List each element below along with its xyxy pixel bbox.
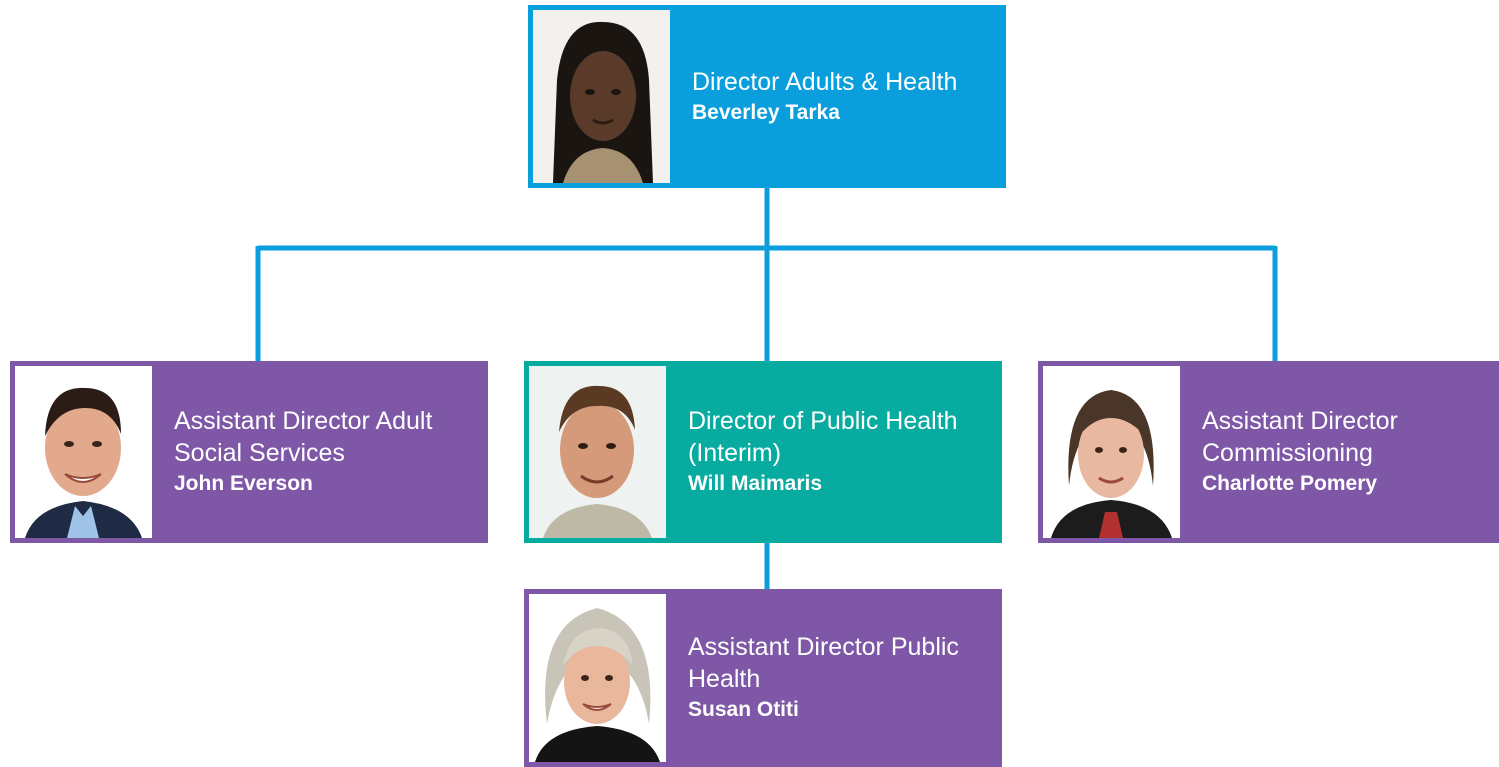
portrait-photo-susan-otiti	[529, 594, 666, 762]
card-text: Assistant Director Public Health Susan O…	[688, 631, 992, 725]
card-text: Assistant Director Adult Social Services…	[174, 405, 478, 499]
person-name: John Everson	[174, 472, 313, 495]
card-text: Director Adults & Health Beverley Tarka	[692, 66, 996, 128]
person-name: Beverley Tarka	[692, 100, 840, 124]
card-assistant-director-adult-social-services: Assistant Director Adult Social Services…	[10, 361, 488, 543]
role-title: Director Adults & Health	[692, 67, 958, 96]
card-text: Director of Public Health (Interim) Will…	[688, 405, 992, 499]
role-title: Assistant Director Adult Social Services	[174, 407, 433, 467]
portrait-photo-beverley-tarka	[533, 10, 670, 183]
person-name: Charlotte Pomery	[1202, 472, 1378, 495]
person-name: Susan Otiti	[688, 698, 799, 721]
card-assistant-director-public-health: Assistant Director Public Health Susan O…	[524, 589, 1002, 767]
portrait-photo-will-maimaris	[529, 366, 666, 538]
card-assistant-director-commissioning: Assistant Director Commissioning Charlot…	[1038, 361, 1499, 543]
role-title: Assistant Director Commissioning	[1202, 407, 1398, 467]
person-name: Will Maimaris	[688, 472, 823, 495]
role-title: Assistant Director Public Health	[688, 633, 959, 693]
card-text: Assistant Director Commissioning Charlot…	[1202, 405, 1489, 499]
card-director-of-public-health: Director of Public Health (Interim) Will…	[524, 361, 1002, 543]
card-director-adults-health: Director Adults & Health Beverley Tarka	[528, 5, 1006, 188]
portrait-photo-john-everson	[15, 366, 152, 538]
portrait-photo-charlotte-pomery	[1043, 366, 1180, 538]
role-title: Director of Public Health (Interim)	[688, 407, 958, 467]
